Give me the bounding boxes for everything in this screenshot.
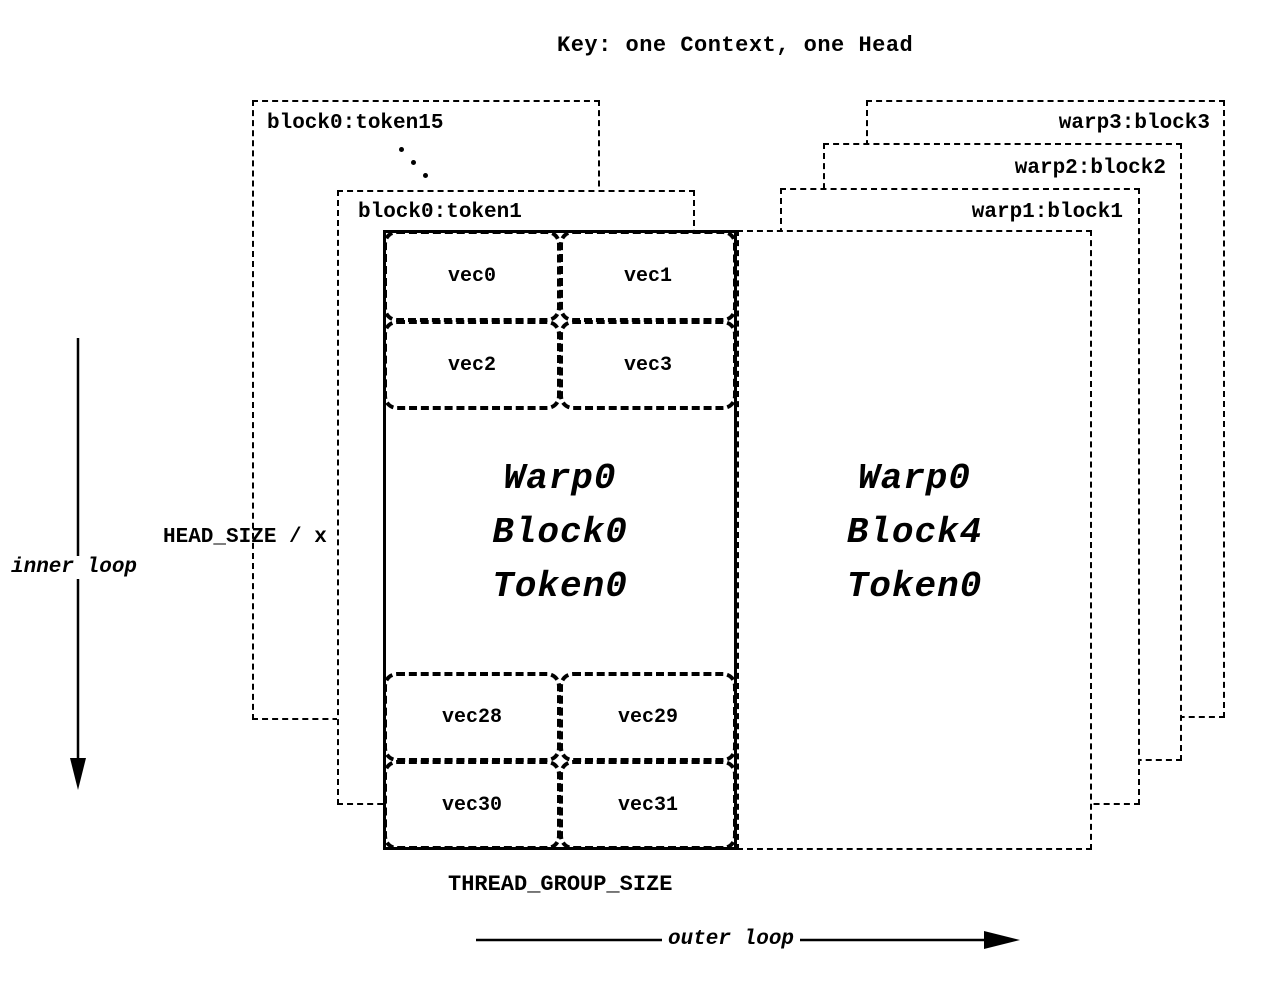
block0-token15-label: block0:token15: [267, 112, 444, 135]
vec29-cell: vec29: [559, 672, 737, 762]
warp1-block1-label: warp1:block1: [971, 201, 1123, 224]
ellipsis-dot: [423, 173, 428, 178]
vec30-cell: vec30: [383, 760, 561, 850]
warp0-block4-token0-box: [737, 230, 1092, 850]
ellipsis-dot: [399, 147, 404, 152]
right-block-line1: Warp0: [857, 458, 972, 499]
left-block-title: Warp0 Block0 Token0: [383, 452, 737, 614]
thread-group-size-label: THREAD_GROUP_SIZE: [448, 872, 673, 897]
vec1-cell: vec1: [559, 230, 737, 322]
block0-token1-label: block0:token1: [358, 201, 522, 224]
right-block-title: Warp0 Block4 Token0: [737, 452, 1092, 614]
ellipsis-dot: [411, 160, 416, 165]
left-block-line1: Warp0: [503, 458, 617, 499]
inner-loop-label: inner loop: [8, 556, 141, 579]
left-block-line2: Block0: [492, 512, 628, 553]
vec3-cell: vec3: [559, 320, 737, 410]
vec2-cell: vec2: [383, 320, 561, 410]
left-block-line3: Token0: [492, 566, 628, 607]
vec28-cell: vec28: [383, 672, 561, 762]
outer-loop-label: outer loop: [662, 928, 801, 951]
head-size-label: HEAD_SIZE / x: [163, 526, 327, 549]
right-block-line3: Token0: [846, 566, 983, 607]
right-block-line2: Block4: [846, 512, 983, 553]
vec31-cell: vec31: [559, 760, 737, 850]
warp2-block2-label: warp2:block2: [1014, 157, 1166, 180]
warp3-block3-label: warp3:block3: [1058, 112, 1210, 135]
inner-loop-arrow-icon: [70, 338, 86, 790]
vec0-cell: vec0: [383, 230, 561, 322]
diagram-title: Key: one Context, one Head: [557, 33, 914, 58]
